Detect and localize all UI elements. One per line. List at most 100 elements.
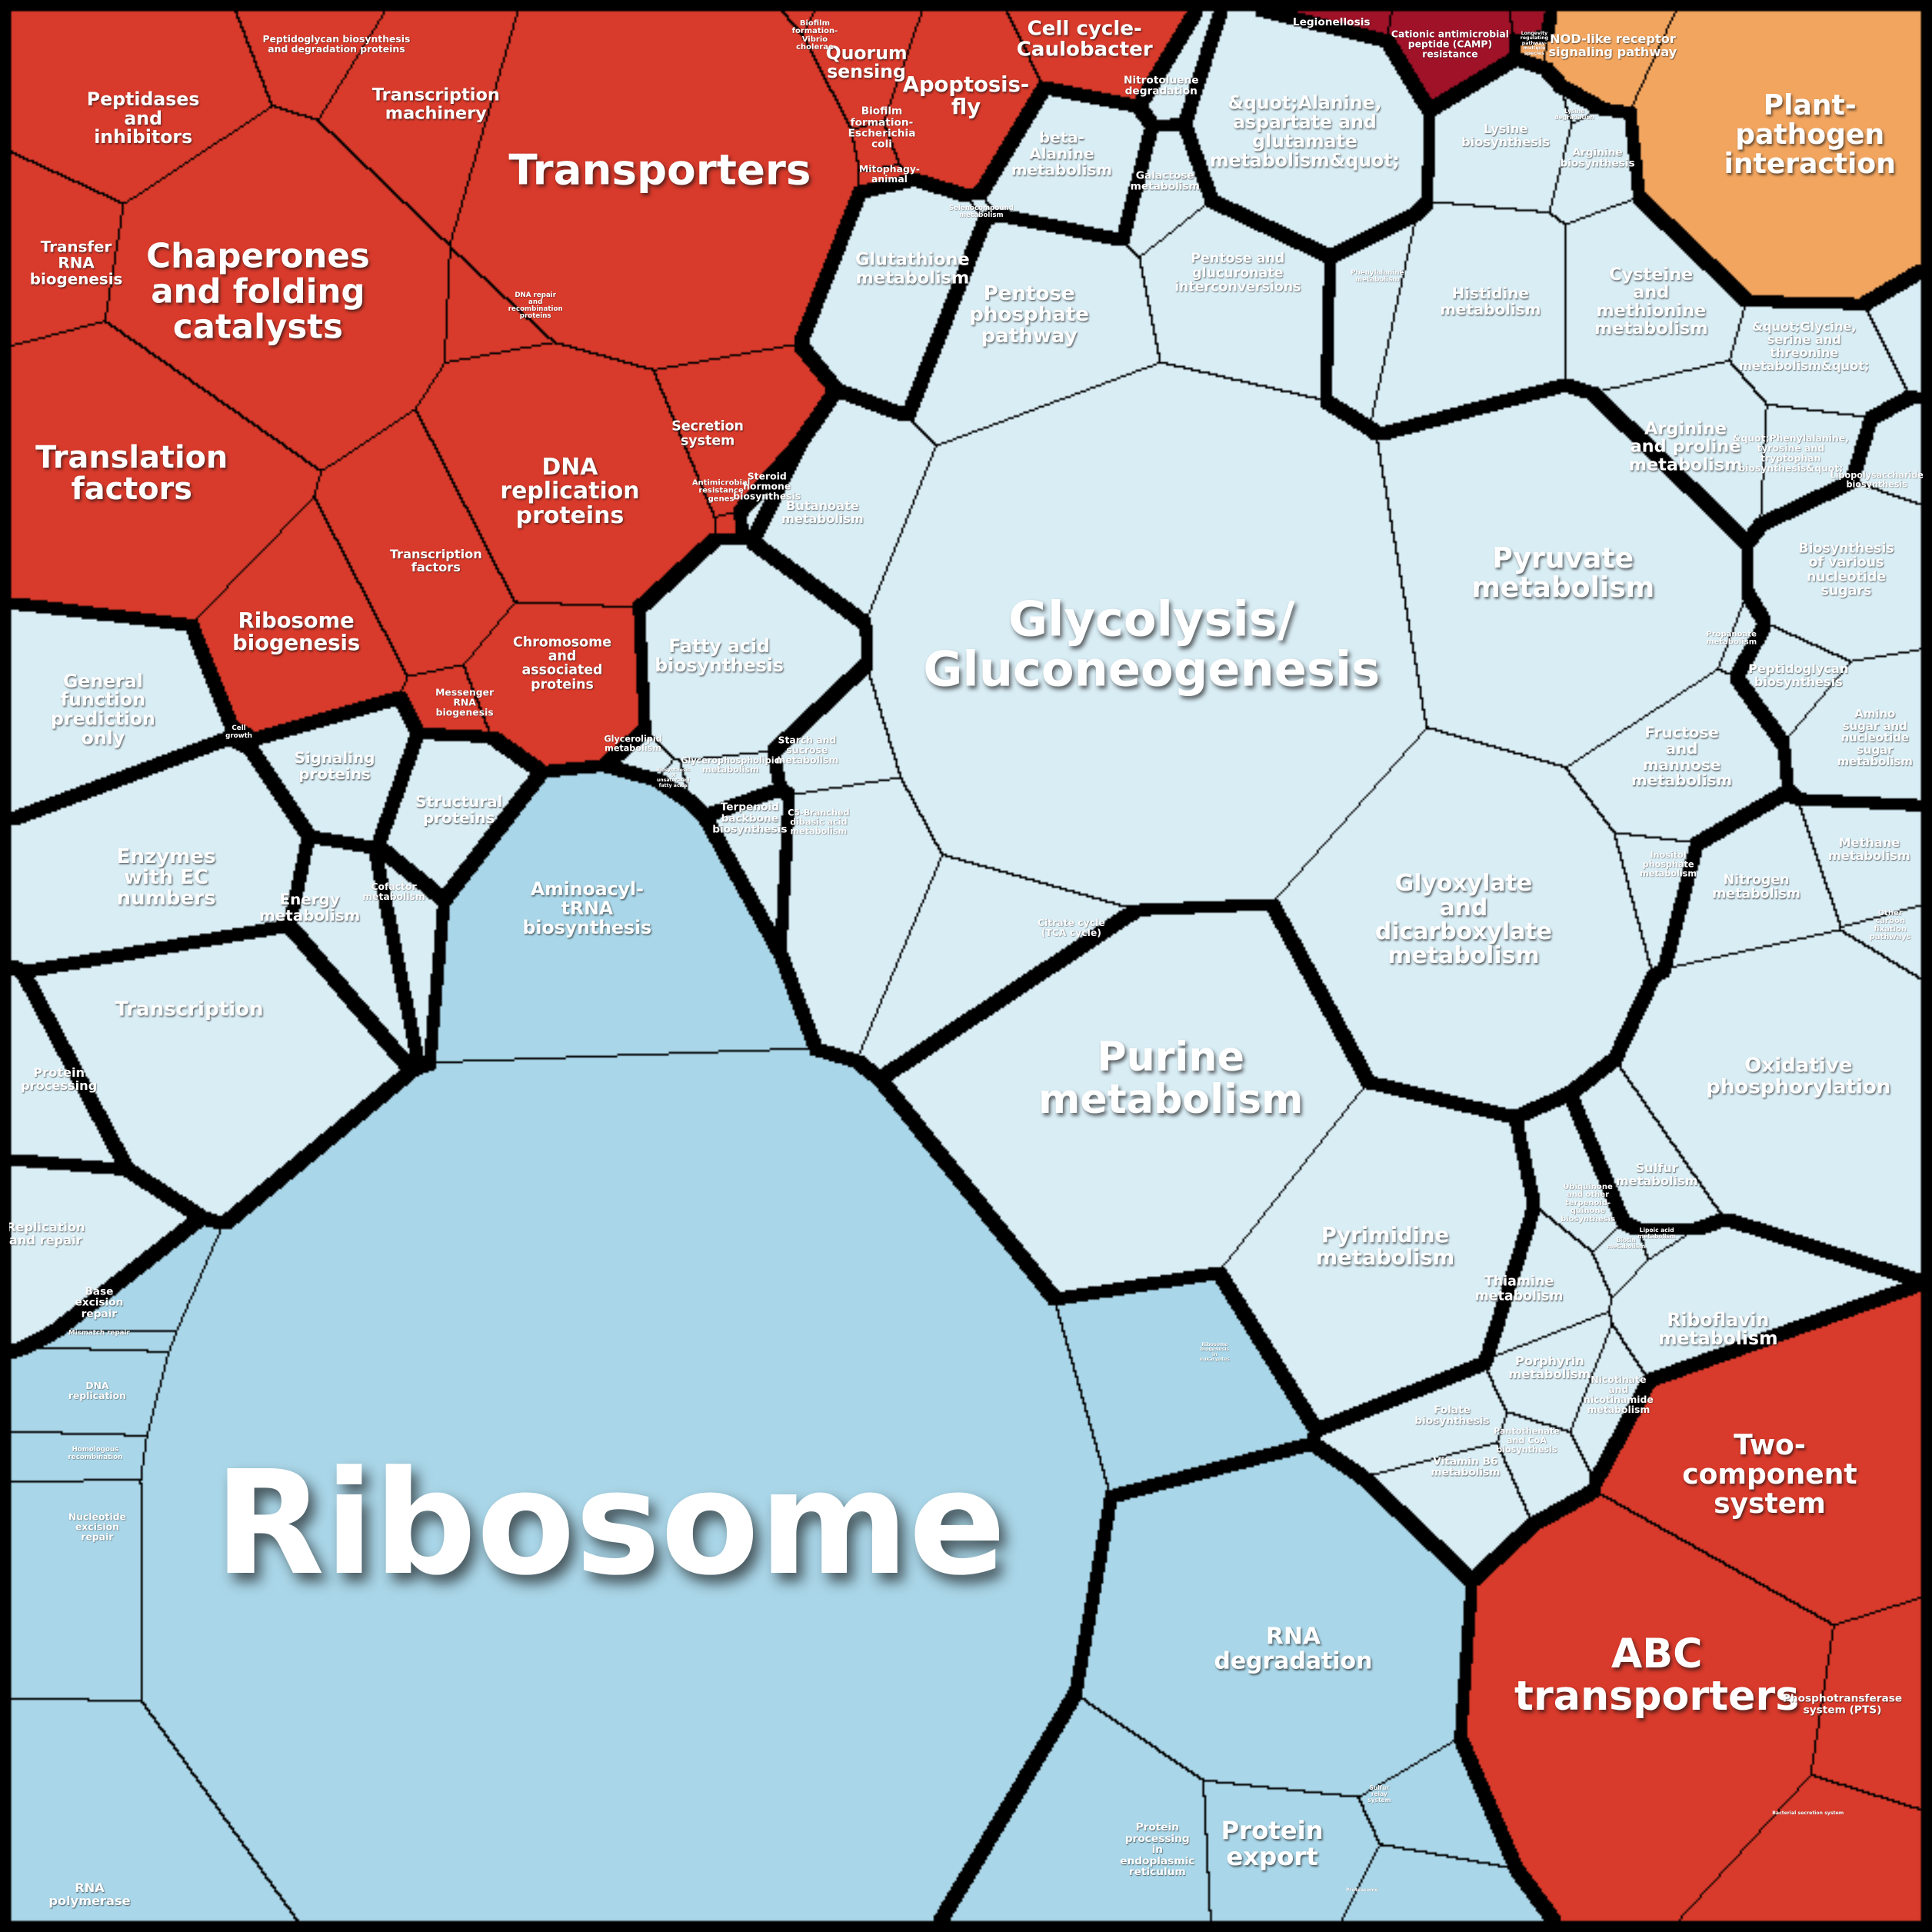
cell-label-ribosome-biogenesis: Ribosome biogenesis [232, 609, 361, 656]
cell-label-nitrotoluene: Nitrotoluene degradation [1123, 74, 1199, 98]
cell-label-arginine-proline: Arginine and proline metabolism [1628, 418, 1743, 475]
cell-label-lysine-degradation: Lysine degradation [1554, 107, 1595, 121]
cell-label-glutathione: Glutathione metabolism [855, 249, 970, 288]
cell-label-transcription-machinery: Transcription machinery [371, 85, 500, 124]
cell-label-folate: Folate biosynthesis [1414, 1404, 1490, 1427]
cell-label-peptidoglycan-bio-degr: Peptidoglycan biosynthesis and degradati… [262, 32, 411, 55]
cell-label-inositol-phosphate: Inositol phosphate metabolism [1640, 850, 1697, 878]
cell-label-ribosome-biogenesis-eukaryotes: Ribosome biogenesis in eukaryotes [1199, 1341, 1230, 1363]
cell-label-energy-metabolism: Energy metabolism [258, 891, 361, 925]
cell-label-antimicrobial-resistance: Antimicrobial resistance genes [691, 478, 751, 504]
cell-label-steroid-hormone: Steroid hormone biosynthesis [733, 469, 801, 502]
cell-label-amino-sugar: Amino sugar and nucleotide sugar metabol… [1837, 706, 1913, 769]
cell-label-vitamin-b6: Vitamin B6 metabolism [1431, 1455, 1501, 1479]
cell-label-fatty-acid-biosynthesis: Fatty acid biosynthesis [655, 635, 784, 676]
cell-label-oxidative-phosphorylation: Oxidative phosphorylation [1706, 1054, 1891, 1099]
cell-label-chaperones: Chaperones and folding catalysts [146, 237, 370, 347]
cell-label-mrna-biogenesis: Messenger RNA biogenesis [435, 686, 495, 718]
cell-label-pentose-phosphate: Pentose phosphate pathway [969, 281, 1089, 348]
cell-label-secretion-system: Secretion system [671, 419, 744, 449]
cell-label-thiamine: Thiamine metabolism [1474, 1274, 1564, 1304]
cell-label-signaling-proteins: Signaling proteins [294, 749, 375, 784]
cell-label-glycerophospholipid: Glycerophospholipid metabolism [681, 755, 781, 774]
cell-label-glycolysis: Glycolysis/ Gluconeogenesis [923, 591, 1381, 698]
cell-label-lysine-biosynthesis: Lysine biosynthesis [1461, 122, 1551, 150]
cell-label-transfer-rna-biogenesis: Transfer RNA biogenesis [29, 238, 123, 288]
cell-label-sulfur-metabolism: Sulfur metabolism [1615, 1161, 1698, 1189]
cell-label-rna-polymerase: RNA polymerase [48, 1880, 131, 1908]
cell-label-other-carbon-fixation: Other carbon fixation pathways [1869, 908, 1911, 942]
cell-label-various-nucleotide-sugars: Biosynthesis of various nucleotide sugar… [1798, 541, 1894, 599]
cell-label-pentose-glucuronate: Pentose and glucuronate interconversions [1174, 251, 1301, 295]
cell-label-two-component: Two- component system [1682, 1428, 1857, 1520]
cell-label-ribosome: Ribosome [214, 1441, 1007, 1608]
cell-label-pyrimidine: Pyrimidine metabolism [1315, 1223, 1455, 1270]
cell-label-biotin: Biotin metabolism [1607, 1236, 1646, 1250]
cell-label-dna-repair-recombination: DNA repair and recombination proteins [508, 291, 563, 320]
cell-label-structural-proteins: Structural proteins [415, 793, 503, 828]
cell-label-protein-processing-er: Protein processing in endoplasmic reticu… [1120, 1821, 1195, 1879]
cell-label-porphyrin: Porphyrin metabolism [1508, 1354, 1591, 1382]
cell-label-beta-alanine: beta- Alanine metabolism [1011, 128, 1113, 179]
cell-label-apoptosis-fly: Apoptosis- fly [902, 73, 1030, 120]
cell-label-dna-replication-proteins: DNA replication proteins [500, 453, 640, 529]
cell-label-citrate-cycle: Citrate cycle (TCA cycle) [1037, 917, 1105, 939]
cell-label-nod-like-receptor: NOD-like receptor signaling pathway [1548, 32, 1677, 60]
cell-label-mitophagy-animal: Mitophagy- animal [858, 162, 921, 185]
cell-label-riboflavin: Riboflavin metabolism [1657, 1308, 1778, 1350]
cell-label-peptidases: Peptidases and inhibitors [86, 88, 200, 148]
cell-label-base-excision-repair: Base excision repair [75, 1285, 124, 1321]
cell-label-selenocompound: Selenocompound metabolism [948, 204, 1014, 219]
cell-label-cell-cycle-caulobacter: Cell cycle- Caulobacter [1016, 17, 1153, 62]
cell-label-dna-replication: DNA replication [68, 1380, 126, 1402]
cell-label-pyruvate: Pyruvate metabolism [1471, 542, 1655, 604]
cell-label-longevity-regulating: Longevity regulating pathway- multiple s… [1520, 30, 1549, 56]
cell-label-cofactor-metabolism: Cofactor metabolism [362, 880, 425, 902]
cell-label-biofilm-vibrio: Biofilm formation- Vibrio cholerae [791, 18, 838, 52]
cell-label-lipopolysaccharide: Lipopolysaccharide biosynthesis [1830, 470, 1924, 490]
cell-label-aminoacyl-trna: Aminoacyl- tRNA biosynthesis [522, 878, 652, 938]
cell-label-c5-branched: C5-Branched dibasic acid metabolism [788, 808, 850, 837]
cell-label-cell-growth: Cell growth [225, 724, 252, 740]
cell-label-abc-transporters: ABC transporters [1514, 1631, 1800, 1720]
cell-label-nitrogen: Nitrogen metabolism [1712, 872, 1800, 902]
cell-label-phe-tyr-trp: &quot;Phenylalanine, tyrosine and trypto… [1732, 432, 1849, 475]
cell-label-peptidoglycan-biosynthesis: Peptidoglycan biosynthesis [1748, 661, 1849, 689]
cell-label-glyoxylate: Glyoxylate and dicarboxylate metabolism [1374, 870, 1552, 970]
cell-label-phenylalanine: Phenylalanine metabolism [1351, 269, 1404, 285]
cell-label-arginine-biosynthesis: Arginine biosynthesis [1560, 146, 1635, 171]
cell-label-histidine: Histidine metabolism [1440, 284, 1541, 318]
cell-label-enzymes-ec: Enzymes with EC numbers [116, 844, 216, 911]
cell-label-protein-export: Protein export [1221, 1816, 1324, 1871]
cell-label-proteasome: Proteasome [1346, 1887, 1378, 1893]
cell-label-purine: Purine metabolism [1038, 1034, 1304, 1123]
cell-label-protein-processing: Protein processing [21, 1064, 98, 1093]
cell-label-propanoate: Propanoate metabolism [1706, 630, 1757, 647]
cell-label-butanoate: Butanoate metabolism [781, 498, 864, 527]
cell-label-camp-resistance: Cationic antimicrobial peptide (CAMP) re… [1391, 28, 1509, 60]
cell-label-fructose-mannose: Fructose and mannose metabolism [1631, 724, 1733, 790]
cell-label-pts: Phosphotransferase system (PTS) [1782, 1692, 1903, 1717]
cell-label-cysteine-methionine: Cysteine and methionine metabolism [1594, 264, 1708, 339]
cell-label-rna-degradation: RNA degradation [1214, 1623, 1373, 1675]
cell-label-unsaturated-fatty-acids: Biosynthesis of unsaturated fatty acids [656, 768, 691, 788]
cell-label-plant-pathogen: Plant- pathogen interaction [1724, 89, 1896, 181]
cell-label-ala-asp-glu: &quot;Alanine, aspartate and glutamate m… [1209, 92, 1400, 171]
cell-label-methane: Methane metabolism [1827, 835, 1910, 864]
cell-label-transcription-factors: Transcription factors [389, 546, 482, 575]
cell-label-sulfur-relay: Sulfur relay system [1367, 1784, 1391, 1804]
cell-label-nicotinate: Nicotinate and nicotinamide metabolism [1584, 1374, 1654, 1416]
cell-label-biofilm-ecoli: Biofilm formation- Escherichia coli [848, 105, 916, 151]
cell-label-lipoic-acid: Lipoic acid metabolism [1637, 1227, 1676, 1241]
cell-label-transcription: Transcription [115, 998, 264, 1021]
cell-label-pantothenate: Pantothenate and CoA biosynthesis [1494, 1426, 1560, 1454]
cell-label-bacterial-secretion: Bacterial secretion system [1772, 1810, 1844, 1816]
cell-label-legionellosis: Legionellosis [1292, 16, 1371, 29]
cell-label-translation-factors: Translation factors [35, 439, 228, 508]
cell-label-nucleotide-excision-repair: Nucleotide excision repair [68, 1511, 127, 1543]
cell-label-glycerolipid: Glycerolipid metabolism [604, 734, 662, 754]
cell-label-general-function: General function prediction only [50, 670, 155, 749]
cell-label-replication-and-repair: Replication and repair [5, 1220, 85, 1248]
cell-label-ubiquinone: Ubiquinone and other terpenoid- quinone … [1561, 1182, 1616, 1224]
